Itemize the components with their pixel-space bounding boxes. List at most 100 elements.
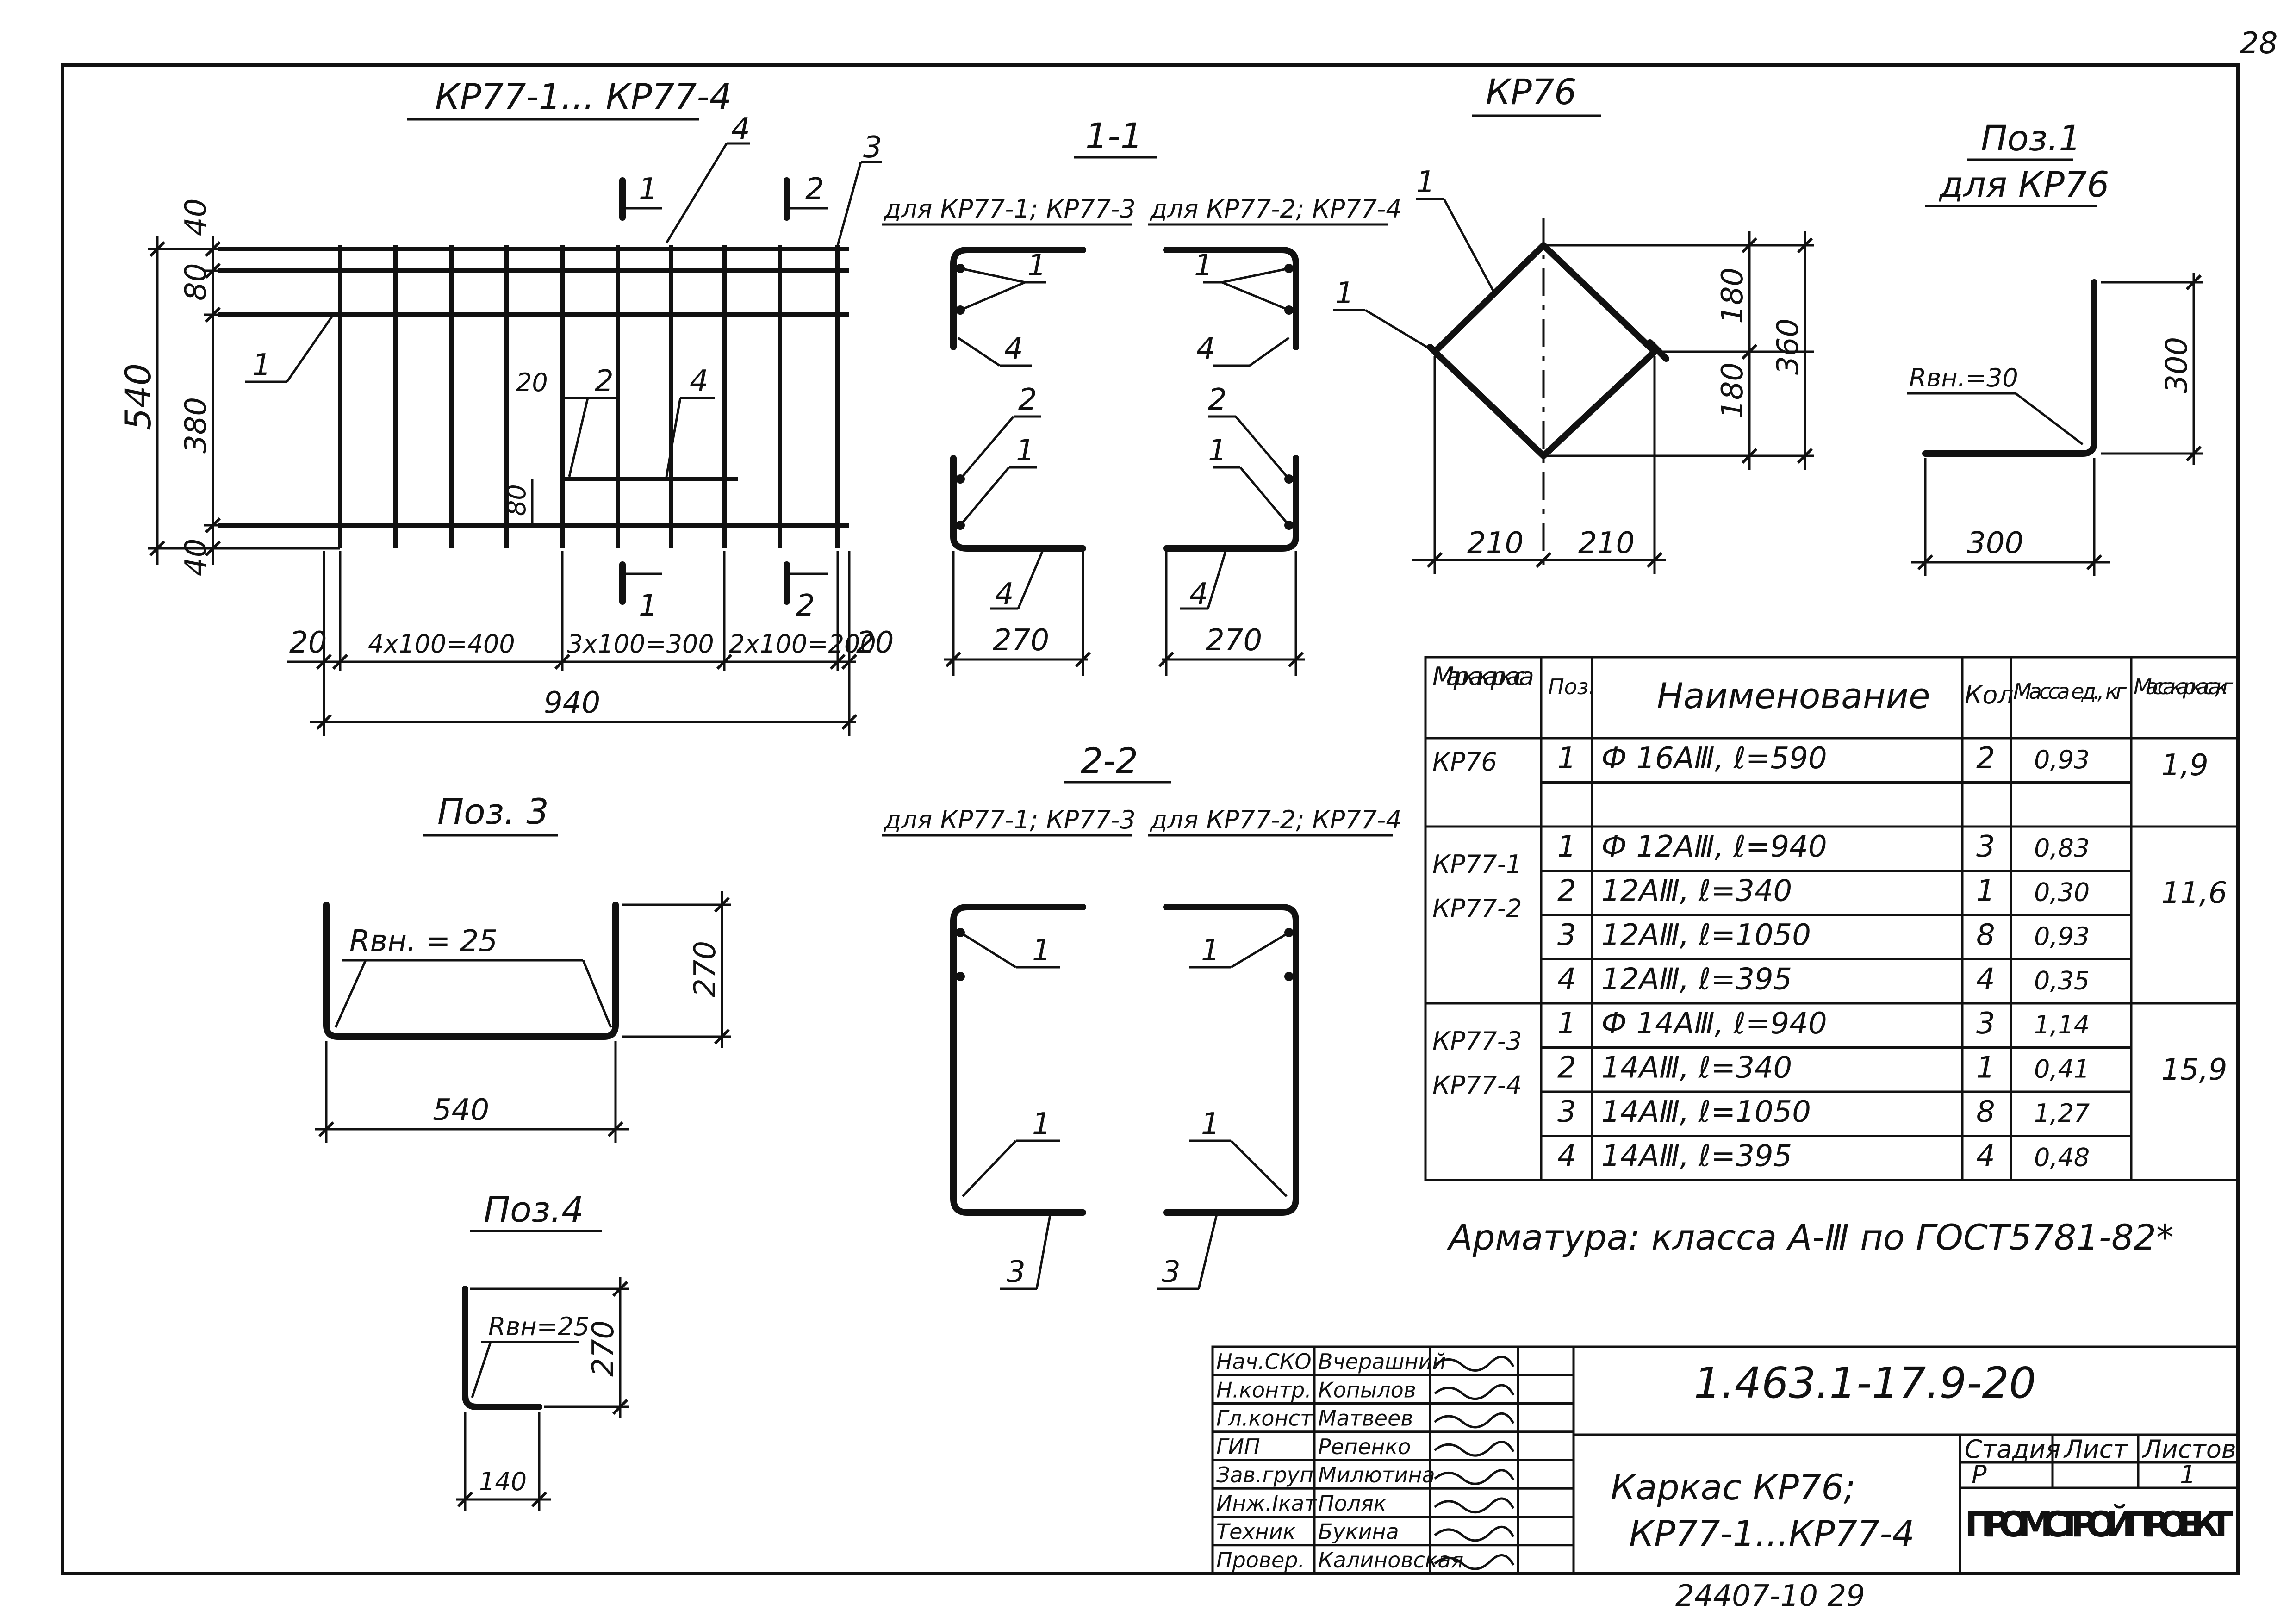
kp76-view: КР76 1 1 180 180 360 210 <box>1333 71 1814 574</box>
col-unit-mass: Масса ед., кг <box>2013 679 2127 704</box>
page-number: 28 <box>2240 26 2277 61</box>
drawing-title-1: Каркас КР76; <box>1611 1467 1855 1508</box>
dim-b2: 4x100=400 <box>368 629 515 659</box>
kp76-dim-upper: 180 <box>1716 267 1750 324</box>
table-cell-mark: КР77-1 <box>1432 850 1522 879</box>
svg-text:4: 4 <box>995 577 1014 611</box>
signature <box>1434 1412 1515 1429</box>
pos4-title: Поз.4 <box>484 1189 584 1230</box>
main-view-title: КР77-1... КР77-4 <box>435 76 732 117</box>
svg-text:3: 3 <box>1007 1255 1026 1289</box>
section-2-2-title: 2-2 <box>1081 740 1138 781</box>
dim-b1: 20 <box>289 626 327 660</box>
section-2-2: 2-2 для КР77-1; КР77-3 для КР77-2; КР77-… <box>882 740 1402 1290</box>
section-1-1-left-caption: для КР77-1; КР77-3 <box>884 194 1136 224</box>
table-cell-name: Ф 16АⅢ, ℓ=590 <box>1601 741 1827 776</box>
title-block-role: Нач.СКО <box>1216 1349 1312 1374</box>
table-cell-mass: 1,27 <box>2034 1099 2090 1128</box>
table-cell-name: 14АⅢ, ℓ=340 <box>1601 1051 1792 1085</box>
pos-label-2: 2 <box>595 364 614 398</box>
pos1-subtitle: для КР76 <box>1938 164 2109 205</box>
table-cell-name: 14АⅢ, ℓ=395 <box>1601 1139 1792 1174</box>
cut-2-bottom: 2 <box>784 561 828 623</box>
svg-text:1: 1 <box>1032 933 1051 968</box>
pos-label-1: 1 <box>252 348 271 382</box>
section-1-1: 1-1 для КР77-1; КР77-3 для КР77-2; КР77-… <box>882 115 1402 676</box>
table-cell-pos: 3 <box>1557 1095 1576 1129</box>
kp76-dim-left: 210 <box>1467 526 1524 560</box>
doc-code: 1.463.1-17.9-20 <box>1694 1358 2036 1408</box>
svg-text:1: 1 <box>1208 434 1227 468</box>
kp76-dim-lower: 180 <box>1716 362 1750 419</box>
dim-80-inner: 80 <box>502 484 531 516</box>
table-cell-name: 12АⅢ, ℓ=1050 <box>1601 918 1811 952</box>
pos-label-4b: 4 <box>690 364 709 398</box>
svg-text:1: 1 <box>1416 165 1435 199</box>
table-cell-total: 15,9 <box>2161 1053 2228 1087</box>
dim-mid: 380 <box>179 397 213 454</box>
dim-b3: 3x100=300 <box>567 629 714 659</box>
title-block-name: Поляк <box>1318 1491 1387 1516</box>
table-cell-pos: 1 <box>1557 830 1576 864</box>
signature <box>1434 1441 1515 1457</box>
table-cell-pos: 4 <box>1557 1139 1576 1174</box>
title-block-name: Вчерашний <box>1318 1349 1446 1374</box>
table-cell-total: 1,9 <box>2161 748 2209 783</box>
signature <box>1434 1356 1515 1372</box>
table-cell-mark: КР76 <box>1432 747 1497 777</box>
pos3-title: Поз. 3 <box>437 791 549 832</box>
table-cell-mark: КР77-4 <box>1432 1071 1522 1100</box>
pos3-width: 540 <box>433 1093 489 1127</box>
dim-top: 40 <box>179 199 213 236</box>
col-total-mass: Масса каркаса, кг <box>2134 674 2234 699</box>
section-1-1-title: 1-1 <box>1085 115 1143 156</box>
pos1-view: Поз.1 для КР76 Rвн.=30 300 300 <box>1907 118 2203 576</box>
svg-text:1: 1 <box>1032 1107 1051 1141</box>
signature <box>1434 1469 1515 1485</box>
pos3-radius: Rвн. = 25 <box>349 924 498 958</box>
svg-text:1: 1 <box>639 589 658 623</box>
main-view: КР77-1... КР77-4 <box>118 76 894 736</box>
table-cell-mass: 0,30 <box>2034 878 2090 907</box>
svg-text:4: 4 <box>1189 577 1208 611</box>
section-2-2-left-caption: для КР77-1; КР77-3 <box>884 805 1136 834</box>
title-block-name: Репенко <box>1318 1434 1411 1459</box>
table-cell-mass: 1,14 <box>2034 1010 2090 1039</box>
dim-b5: 20 <box>856 626 894 660</box>
pos-label-4: 4 <box>731 112 750 146</box>
kp76-dim-total: 360 <box>1771 318 1805 375</box>
table-cell-name: Ф 12АⅢ, ℓ=940 <box>1601 830 1827 864</box>
svg-text:1: 1 <box>1016 434 1035 468</box>
svg-text:4: 4 <box>1004 332 1023 366</box>
table-cell-qty: 1 <box>1976 874 1995 908</box>
table-cell-mass: 0,83 <box>2034 833 2090 863</box>
kp76-title: КР76 <box>1486 71 1577 112</box>
title-block-name: Букина <box>1318 1519 1399 1544</box>
svg-text:2: 2 <box>805 172 824 206</box>
title-block-role: Зав.груп <box>1216 1462 1313 1487</box>
table-cell-mass: 0,48 <box>2034 1143 2090 1172</box>
title-block-name: Матвеев <box>1318 1406 1413 1431</box>
section-1-1-width-left: 270 <box>993 623 1049 658</box>
signature <box>1434 1554 1515 1570</box>
pos-label-3: 3 <box>863 131 882 165</box>
col-name: Наименование <box>1657 675 1930 716</box>
svg-text:2: 2 <box>1208 383 1227 417</box>
table-cell-pos: 4 <box>1557 963 1576 997</box>
pos1-height: 300 <box>2160 337 2194 393</box>
sheets-label: Листов <box>2142 1435 2236 1464</box>
title-block-role: ГИП <box>1216 1434 1260 1459</box>
table-cell-qty: 4 <box>1976 963 1995 997</box>
table-cell-mark: КР77-2 <box>1432 894 1522 923</box>
svg-text:1: 1 <box>1335 276 1354 311</box>
pos4-view: Поз.4 Rвн=25 270 140 <box>456 1189 629 1511</box>
pos4-height: 270 <box>586 1320 621 1377</box>
svg-text:1: 1 <box>1027 249 1046 283</box>
svg-text:1: 1 <box>1201 933 1220 968</box>
table-cell-name: 14АⅢ, ℓ=1050 <box>1601 1095 1811 1129</box>
dim-20: 20 <box>516 368 548 397</box>
spec-table: Марка каркаса Поз. Наименование Кол Масс… <box>1424 656 2239 1181</box>
title-block-role: Провер. <box>1216 1548 1305 1573</box>
bottom-code: 24407-10 29 <box>1675 1579 1865 1613</box>
table-cell-mark: КР77-3 <box>1432 1026 1522 1056</box>
